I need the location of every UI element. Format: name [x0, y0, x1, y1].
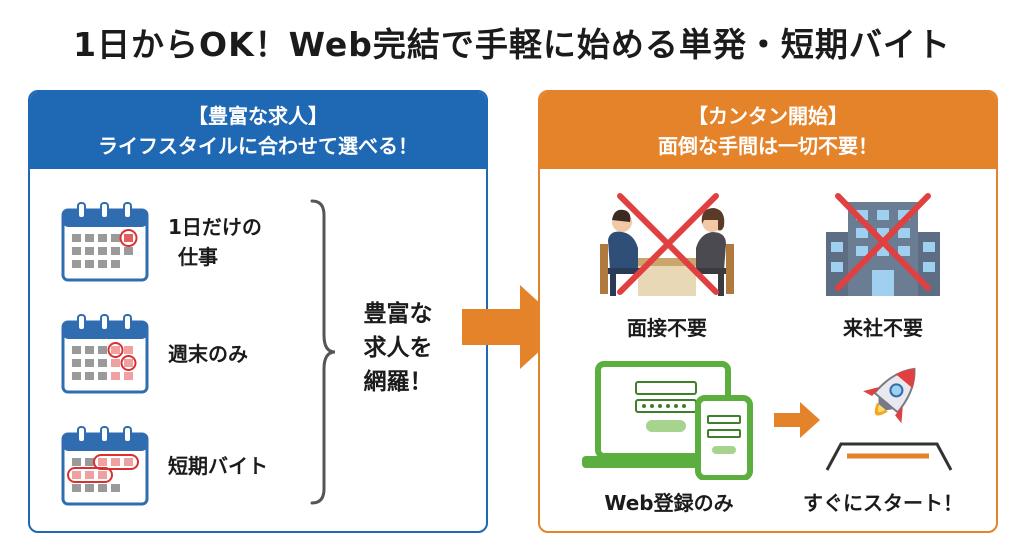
web-registration-label: Web登録のみ	[604, 491, 734, 515]
job-type-weekend: 週末のみ	[60, 314, 290, 394]
rocket-icon	[825, 367, 953, 471]
right-header-line2: 面倒な手間は一切不要！	[658, 134, 878, 158]
no-office-visit-label: 来社不要	[843, 316, 923, 340]
no-interview-label: 面接不要	[627, 316, 707, 340]
right-arrow-icon	[774, 402, 820, 438]
curly-brace	[310, 199, 336, 505]
right-panel-header: 【カンタン開始】 面倒な手間は一切不要！	[540, 92, 996, 169]
left-header-line1: 【豊富な求人】	[188, 104, 328, 128]
left-header-line2: ライフスタイルに合わせて選べる！	[98, 134, 418, 158]
office-building-icon	[826, 193, 940, 296]
job-type-short-term: 短期バイト	[60, 426, 290, 506]
job-type-label: 週末のみ	[168, 342, 248, 366]
right-header-line1: 【カンタン開始】	[688, 104, 848, 128]
page-title: 1日からOK！Web完結で手軽に始める単発・短期バイト	[73, 25, 951, 64]
calendar-icon	[61, 202, 149, 282]
start-now-label: すぐにスタート！	[803, 491, 963, 515]
summary-text: 豊富な 求人を 網羅！	[363, 301, 433, 395]
job-type-label: 1日だけの 仕事	[168, 215, 262, 269]
job-type-label: 短期バイト	[168, 454, 268, 478]
right-panel: 【カンタン開始】 面倒な手間は一切不要！ 面接不要	[538, 90, 998, 533]
calendar-icon	[61, 426, 149, 506]
left-panel: 【豊富な求人】 ライフスタイルに合わせて選べる！ 1日だけの 仕事	[28, 90, 488, 533]
interview-icon	[600, 193, 734, 296]
calendar-icon	[61, 314, 149, 394]
laptop-icon	[582, 361, 753, 480]
left-panel-header: 【豊富な求人】 ライフスタイルに合わせて選べる！	[30, 92, 486, 169]
job-type-one-day: 1日だけの 仕事	[60, 202, 290, 282]
